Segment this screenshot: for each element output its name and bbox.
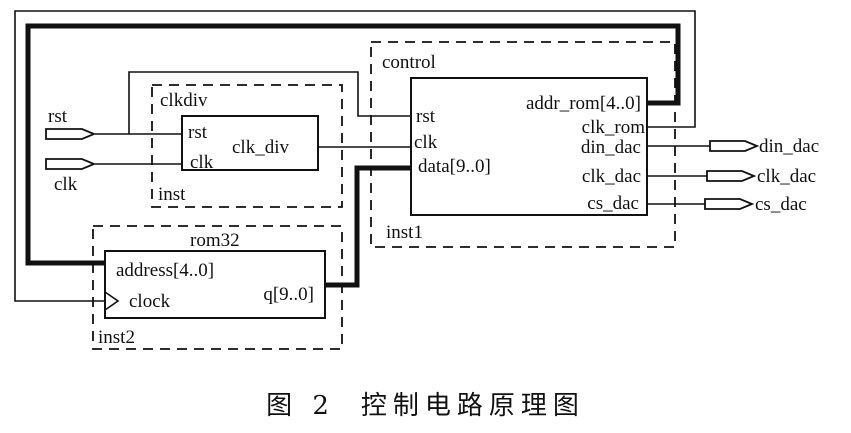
control-port-addr-rom: addr_rom[4..0] bbox=[526, 93, 641, 114]
rom32-instance-name: inst2 bbox=[98, 327, 135, 348]
rom32-port-address: address[4..0] bbox=[116, 260, 214, 281]
output-pin-cs-dac-shape bbox=[704, 198, 755, 210]
rom32-instance-boundary bbox=[92, 225, 343, 350]
input-pin-rst-shape bbox=[45, 128, 97, 140]
output-pin-clk-dac-shape bbox=[706, 170, 757, 182]
clkdiv-instance-boundary bbox=[151, 84, 343, 208]
clkdiv-port-clk: clk bbox=[190, 152, 214, 173]
control-symbol-box bbox=[410, 77, 648, 216]
bus-data bbox=[325, 165, 411, 288]
input-pin-clk-label: clk bbox=[54, 174, 78, 195]
wire-rst-to-control bbox=[128, 71, 411, 134]
clkdiv-block: clkdiv inst rst clk clk_div bbox=[151, 84, 343, 208]
rom32-port-q: q[9..0] bbox=[263, 284, 314, 305]
rom32-symbol-box bbox=[104, 250, 326, 319]
input-pin-rst: rst bbox=[45, 106, 97, 140]
figure-label: 图 2 bbox=[266, 391, 335, 421]
output-pin-cs-dac-label: cs_dac bbox=[755, 194, 807, 215]
figure-caption: 图 2 控制电路原理图 bbox=[0, 385, 851, 422]
wire-clk-rom-feedback bbox=[14, 10, 696, 302]
clkdiv-instance-name: inst bbox=[158, 184, 186, 205]
figure-title: 控制电路原理图 bbox=[360, 391, 585, 421]
control-port-clk: clk bbox=[414, 132, 438, 153]
rom32-block: rom32 inst2 address[4..0] clock q[9..0] bbox=[92, 225, 343, 350]
control-module-name: control bbox=[382, 52, 436, 73]
control-port-data: data[9..0] bbox=[418, 156, 491, 177]
control-block: control inst1 rst clk data[9..0] addr_ro… bbox=[370, 41, 676, 248]
schematic-diagram: rst clk din_dac clk_dac cs_dac clkdiv in… bbox=[14, 10, 819, 350]
clkdiv-port-rst: rst bbox=[188, 122, 208, 143]
output-pin-clk-dac: clk_dac bbox=[706, 166, 816, 187]
output-pin-clk-dac-label: clk_dac bbox=[757, 166, 816, 187]
control-port-clk-dac: clk_dac bbox=[582, 166, 641, 187]
clkdiv-module-name: clkdiv bbox=[160, 90, 208, 111]
input-pin-clk-shape bbox=[45, 158, 97, 170]
output-pin-cs-dac: cs_dac bbox=[704, 194, 807, 215]
control-port-din-dac: din_dac bbox=[581, 137, 641, 158]
clock-edge-icon bbox=[104, 291, 120, 311]
bus-addr-rom bbox=[25, 23, 681, 266]
input-pin-clk: clk bbox=[45, 158, 97, 195]
clkdiv-port-clk-div: clk_div bbox=[232, 137, 289, 158]
output-pin-din-dac: din_dac bbox=[709, 136, 819, 157]
input-pin-rst-label: rst bbox=[48, 106, 68, 127]
control-instance-name: inst1 bbox=[386, 222, 423, 243]
clkdiv-symbol-box bbox=[181, 115, 319, 171]
output-pin-din-dac-label: din_dac bbox=[759, 136, 819, 157]
control-port-clk-rom: clk_rom bbox=[582, 117, 646, 138]
output-pin-din-dac-shape bbox=[709, 140, 760, 152]
rom32-port-clock: clock bbox=[129, 291, 171, 312]
control-port-rst: rst bbox=[416, 106, 436, 127]
control-port-cs-dac: cs_dac bbox=[587, 193, 639, 214]
rom32-module-name: rom32 bbox=[190, 230, 240, 251]
